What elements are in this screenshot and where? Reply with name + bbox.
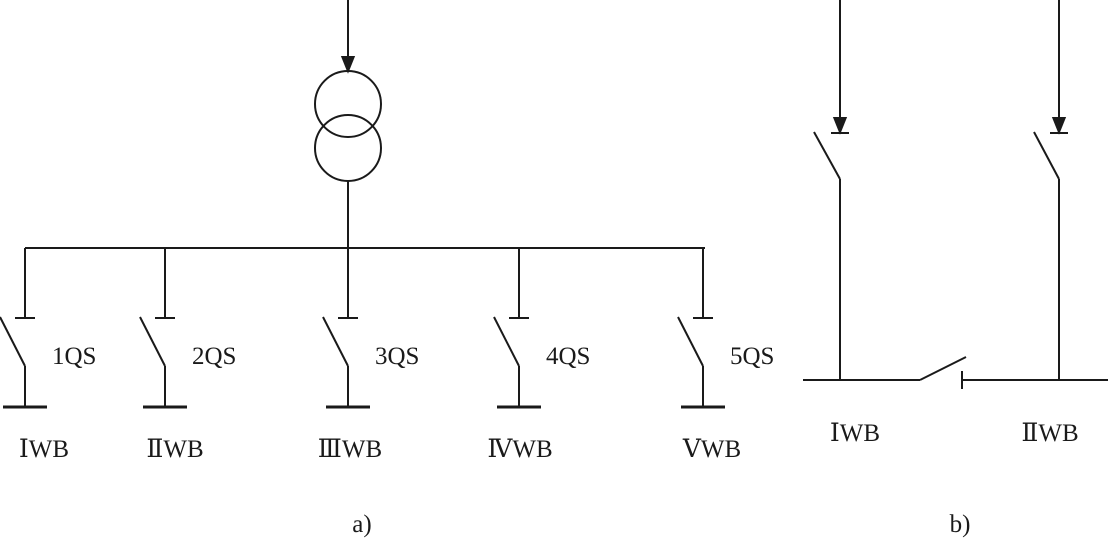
- disconnect-switch-icon: [493, 316, 520, 367]
- switch-label: 1QS: [52, 343, 96, 370]
- transformer-icon: [314, 70, 382, 182]
- bus-label: ⅠWB: [19, 436, 69, 463]
- bus-left-label: ⅠWB: [830, 420, 880, 447]
- feeder-branch-4: 4QS ⅣWB: [487, 248, 590, 463]
- disconnect-switch-right-icon: [1033, 131, 1060, 180]
- feeder-left: [813, 0, 849, 380]
- feeder-branch-3: 3QS ⅢWB: [318, 248, 419, 463]
- bus-label: ⅤWB: [682, 436, 741, 463]
- bus-tie: [803, 356, 1108, 389]
- switch-label: 5QS: [730, 343, 774, 370]
- caption-b: b): [950, 511, 971, 538]
- disconnect-switch-icon: [139, 316, 166, 367]
- disconnect-switch-icon: [0, 316, 26, 367]
- feeder-branch-5: 5QS ⅤWB: [677, 248, 774, 463]
- bus-right-label: ⅡWB: [1021, 420, 1078, 447]
- disconnect-switch-icon: [677, 316, 704, 367]
- bus-label: ⅡWB: [146, 436, 203, 463]
- feeder-branches: 1QS ⅠWB 2QS ⅡWB 3QS ⅢWB 4QS ⅣWB 5QS ⅤWB: [0, 248, 774, 463]
- disconnect-switch-left-icon: [813, 131, 841, 180]
- diagram-b: ⅠWB ⅡWB b): [803, 0, 1108, 538]
- bus-tie-switch-icon: [919, 356, 967, 381]
- disconnect-switch-icon: [322, 316, 349, 367]
- feeder-branch-2: 2QS ⅡWB: [139, 248, 236, 463]
- diagram-a: 1QS ⅠWB 2QS ⅡWB 3QS ⅢWB 4QS ⅣWB 5QS ⅤWB a): [0, 0, 774, 538]
- feeder-branch-1: 1QS ⅠWB: [0, 248, 96, 463]
- feeder-right: [1033, 0, 1068, 380]
- bus-label: ⅢWB: [318, 436, 382, 463]
- switch-label: 3QS: [375, 343, 419, 370]
- bus-label: ⅣWB: [487, 436, 552, 463]
- switch-label: 4QS: [546, 343, 590, 370]
- caption-a: a): [352, 511, 371, 538]
- switch-label: 2QS: [192, 343, 236, 370]
